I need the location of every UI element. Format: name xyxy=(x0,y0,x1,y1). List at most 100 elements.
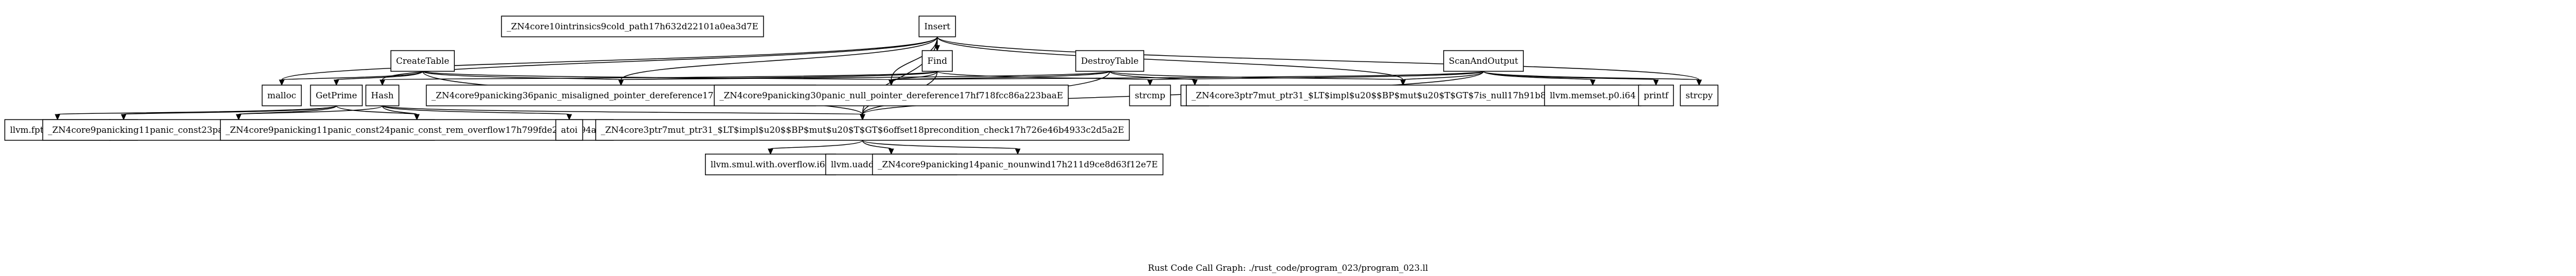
node-strcpy: strcpy xyxy=(1680,85,1719,106)
arrowhead-scanandoutput-to-strcpy xyxy=(1696,79,1702,86)
edge-find-to-strcmp xyxy=(937,71,1151,80)
arrowhead-scanandoutput-to-strcmp xyxy=(1147,79,1153,86)
node-box xyxy=(918,16,956,37)
edge-offset_check-to-smul xyxy=(770,140,863,150)
node-layer: _ZN4core10intrinsics9cold_path17h632d221… xyxy=(4,16,1719,175)
arrowhead-hash-to-rem_overflow xyxy=(414,114,420,121)
node-box xyxy=(310,85,363,106)
node-label: DestroyTable xyxy=(1081,56,1138,66)
edge-hash-to-atoi xyxy=(382,105,570,115)
arrowhead-hash-to-atoi xyxy=(566,114,572,121)
arrowhead-insert-to-find xyxy=(934,45,940,52)
node-rem-overflow: _ZN4core9panicking11panic_const24panic_c… xyxy=(220,119,614,141)
edge-hash-to-rem_zero xyxy=(238,105,383,115)
node-box xyxy=(220,119,614,141)
edge-getprime-to-rem_overflow xyxy=(336,105,417,115)
node-find: Find xyxy=(922,50,953,72)
node-box xyxy=(714,85,1069,106)
edge-createtable-to-misaligned xyxy=(422,71,622,80)
arrowhead-hash-to-rem_zero xyxy=(236,114,241,121)
node-null-deref: _ZN4core9panicking30panic_null_pointer_d… xyxy=(714,85,1069,106)
node-createtable: CreateTable xyxy=(390,50,455,72)
node-label: Find xyxy=(927,56,948,66)
node-destroytable: DestroyTable xyxy=(1075,50,1144,72)
arrowhead-destroytable-to-free xyxy=(1192,79,1198,86)
edge-hash-to-offset_check xyxy=(382,105,863,115)
node-box xyxy=(1638,85,1674,106)
edge-insert-to-misaligned xyxy=(620,36,938,80)
node-label: _ZN4core10intrinsics9cold_path17h632d221… xyxy=(507,21,758,32)
node-label: _ZN4core9panicking14panic_nounwind17h211… xyxy=(877,159,1157,170)
edge-insert-to-malloc xyxy=(281,36,938,80)
node-hash: Hash xyxy=(365,85,400,106)
node-box xyxy=(501,16,764,37)
edge-scanandoutput-to-strcpy xyxy=(1483,71,1700,80)
edge-layer xyxy=(55,36,1702,155)
node-box xyxy=(704,154,837,175)
edge-find-to-null_deref xyxy=(891,71,938,80)
node-box xyxy=(595,119,1130,141)
node-label: printf xyxy=(1644,90,1669,101)
edge-destroytable-to-is_null xyxy=(1109,71,1404,80)
edge-scanandoutput-to-memset xyxy=(1483,71,1593,80)
node-label: GetPrime xyxy=(316,90,357,101)
node-box xyxy=(1075,50,1144,72)
edge-scanandoutput-to-null_deref xyxy=(891,71,1484,80)
arrowhead-scanandoutput-to-is_null xyxy=(1400,79,1406,86)
edge-scanandoutput-to-offset_check xyxy=(862,71,1484,115)
edge-scanandoutput-to-is_null xyxy=(1402,71,1484,80)
node-box xyxy=(1129,85,1171,106)
edge-destroytable-to-misaligned xyxy=(620,71,1110,80)
edge-insert-to-strcpy xyxy=(937,36,1700,80)
node-printf: printf xyxy=(1638,85,1674,106)
node-label: CreateTable xyxy=(396,56,450,66)
edge-offset_check-to-uadd xyxy=(862,140,892,150)
node-label: llvm.memset.p0.i64 xyxy=(1550,90,1636,101)
edge-getprime-to-fptosi xyxy=(57,105,337,115)
node-memset: llvm.memset.p0.i64 xyxy=(1544,85,1642,106)
node-insert: Insert xyxy=(918,16,956,37)
arrowhead-createtable-to-malloc xyxy=(279,79,285,86)
arrowhead-find-to-hash xyxy=(379,79,385,86)
node-scanandoutput: ScanAndOutput xyxy=(1443,50,1524,72)
edge-insert-to-hash xyxy=(382,36,938,80)
node-box xyxy=(1680,85,1719,106)
node-label: malloc xyxy=(267,90,296,101)
node-label: _ZN4core3ptr7mut_ptr31_$LT$impl$u20$$BP$… xyxy=(601,125,1124,135)
edge-createtable-to-getprime xyxy=(336,71,423,80)
arrowhead-destroytable-to-misaligned xyxy=(618,79,624,86)
edge-insert-to-is_null xyxy=(937,36,1404,80)
node-label: atoi xyxy=(561,125,578,135)
arrowhead-getprime-to-fptosi xyxy=(55,114,60,121)
node-box xyxy=(365,85,400,106)
arrowhead-offset_check-to-smul xyxy=(768,148,773,155)
node-box xyxy=(390,50,455,72)
node-label: _ZN4core3ptr7mut_ptr31_$LT$impl$u20$$BP$… xyxy=(1191,90,1615,101)
node-label: _ZN4core9panicking11panic_const24panic_c… xyxy=(225,125,608,135)
node-label: Insert xyxy=(924,21,950,32)
node-malloc: malloc xyxy=(262,85,302,106)
node-label: _ZN4core9panicking30panic_null_pointer_d… xyxy=(719,90,1063,101)
edge-hash-to-rem_overflow xyxy=(382,105,417,115)
node-label: strcmp xyxy=(1134,90,1165,101)
arrowhead-scanandoutput-to-printf xyxy=(1653,79,1659,86)
arrowhead-offset_check-to-nounwind xyxy=(1015,148,1021,155)
node-box xyxy=(872,154,1164,175)
node-atoi: atoi xyxy=(555,119,584,141)
edge-createtable-to-malloc xyxy=(281,71,423,80)
graph-caption: Rust Code Call Graph: ./rust_code/progra… xyxy=(1148,263,1428,273)
node-box xyxy=(922,50,953,72)
node-label: ScanAndOutput xyxy=(1449,56,1519,66)
node-offset-check: _ZN4core3ptr7mut_ptr31_$LT$impl$u20$$BP$… xyxy=(595,119,1130,141)
node-getprime: GetPrime xyxy=(310,85,363,106)
arrowhead-hash-to-offset_check xyxy=(860,114,865,121)
node-cold-path: _ZN4core10intrinsics9cold_path17h632d221… xyxy=(501,16,764,37)
arrowhead-offset_check-to-uadd xyxy=(888,148,894,155)
node-box xyxy=(555,119,584,141)
arrowhead-scanandoutput-to-memset xyxy=(1590,79,1596,86)
node-nounwind: _ZN4core9panicking14panic_nounwind17h211… xyxy=(872,154,1164,175)
arrowhead-scanandoutput-to-null_deref xyxy=(888,79,894,86)
edge-scanandoutput-to-strcmp xyxy=(1149,71,1484,80)
node-label: Hash xyxy=(371,90,394,101)
